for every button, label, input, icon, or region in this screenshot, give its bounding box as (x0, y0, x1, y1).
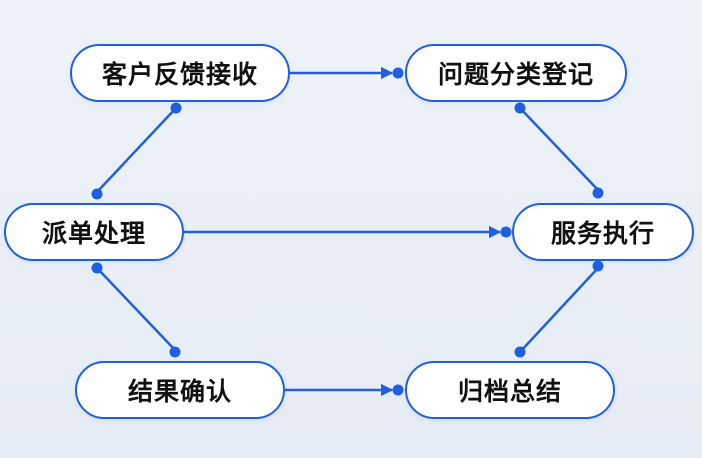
node-label: 派单处理 (41, 219, 146, 248)
node-label: 客户反馈接收 (101, 60, 258, 89)
node-label: 问题分类登记 (437, 60, 594, 89)
edge-receive-dispatch (91, 102, 182, 200)
connector-dot (500, 226, 512, 238)
node-service-execution: 服务执行 (512, 203, 694, 261)
node-archive-summary: 归档总结 (405, 361, 615, 419)
node-label: 服务执行 (550, 219, 655, 248)
edge-dispatch-execute (184, 225, 512, 239)
edge-confirm-archive (285, 383, 404, 397)
connector-dot (169, 346, 181, 358)
connector-dot (592, 260, 604, 272)
edge-archive-execute (514, 260, 604, 358)
connector-dot (514, 102, 526, 114)
connector-dot (170, 102, 182, 114)
node-label: 结果确认 (127, 377, 232, 406)
edge-classify-execute (514, 102, 604, 199)
connector-dot (91, 262, 103, 274)
connector-dot (592, 187, 604, 199)
node-issue-classification: 问题分类登记 (405, 44, 627, 102)
connector-dot (514, 346, 526, 358)
connector-dot (392, 384, 404, 396)
node-customer-feedback: 客户反馈接收 (70, 44, 290, 102)
node-label: 归档总结 (457, 377, 562, 406)
node-dispatch: 派单处理 (4, 203, 184, 261)
node-result-confirmation: 结果确认 (75, 361, 285, 419)
edge-receive-classify (290, 66, 404, 80)
edge-dispatch-confirm (91, 262, 181, 358)
connector-dot (91, 188, 103, 200)
connector-dot (392, 67, 404, 79)
